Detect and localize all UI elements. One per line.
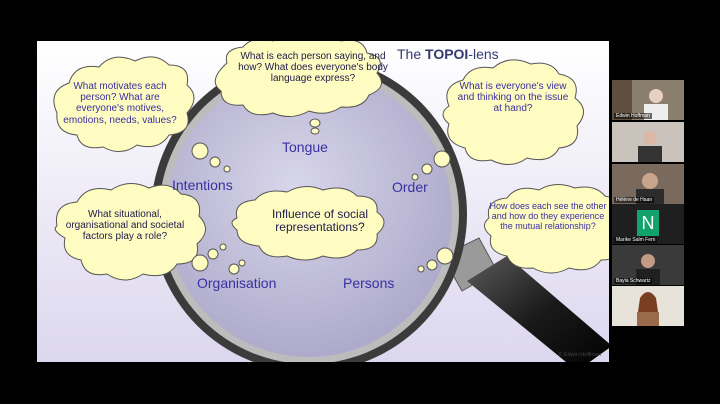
label-tongue: Tongue <box>282 139 328 155</box>
participant-name: Bayla Schwartz <box>614 278 653 284</box>
cloud-motivates-text: What motivates each person? What are eve… <box>63 81 177 126</box>
participant-tile-6[interactable] <box>612 286 684 326</box>
cloud-situational-text: What situational, organisational and soc… <box>65 209 185 243</box>
participant-tile-1[interactable]: Edwin Hoffman <box>612 80 684 120</box>
slide-title-bold: TOPOI <box>425 46 469 62</box>
cloud-saying-text: What is each person saying, and how? Wha… <box>238 51 388 85</box>
slide-title: The TOPOI-lens <box>397 46 499 62</box>
label-order: Order <box>392 179 428 195</box>
participant-tile-3[interactable]: Hélène de Haan <box>612 164 684 204</box>
cloud-center-shape <box>231 186 385 261</box>
slide-graphics <box>53 41 609 362</box>
cloud-situational-shape <box>54 183 206 281</box>
slide-copyright: © Edwin Hoffman <box>558 352 601 358</box>
slide-title-suffix: -lens <box>468 46 499 62</box>
cloud-motivates-shape <box>53 56 195 152</box>
slide-title-prefix: The <box>397 46 426 62</box>
label-organisation: Organisation <box>197 275 277 291</box>
cloud-center-text: Influence of social representations? <box>271 207 369 235</box>
participant-video <box>612 122 684 162</box>
participant-name: Hélène de Haan <box>614 197 655 203</box>
cloud-mutual-shape <box>484 184 609 274</box>
participant-tile-2[interactable] <box>612 122 684 162</box>
cloud-mutual-text: How does each see the other and how do t… <box>489 201 607 232</box>
participant-avatar: N <box>637 210 659 236</box>
participant-name: Edwin Hoffman <box>614 113 652 119</box>
label-persons: Persons <box>343 275 395 291</box>
cloud-saying-shape <box>214 41 382 117</box>
participant-tile-4[interactable]: N Marike Salm Fern <box>612 204 684 244</box>
participant-tile-5[interactable]: Bayla Schwartz <box>612 245 684 285</box>
cloud-view-shape <box>442 59 584 165</box>
participant-name: Marike Salm Fern <box>614 237 658 243</box>
thought-bubbles <box>191 118 454 275</box>
label-intentions: Intentions <box>172 177 233 193</box>
cloud-view-text: What is everyone's view and thinking on … <box>457 81 569 115</box>
shared-slide: The TOPOI-lens What motivates each perso… <box>37 41 609 362</box>
participant-video <box>612 286 684 326</box>
